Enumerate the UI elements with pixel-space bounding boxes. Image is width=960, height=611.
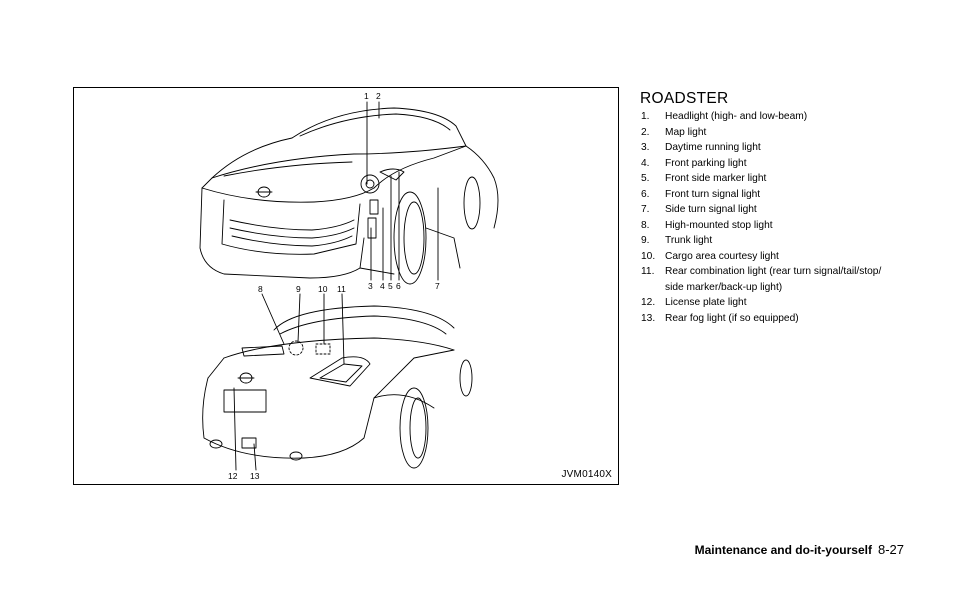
callout-5: 5 <box>388 281 393 291</box>
callout-leaders <box>233 101 439 471</box>
callout-10: 10 <box>318 284 328 294</box>
callout-4: 4 <box>380 281 385 291</box>
rear-car-drawing <box>202 305 473 469</box>
page-number: 8-27 <box>877 542 904 557</box>
callout-7: 7 <box>435 281 440 291</box>
callout-2: 2 <box>376 91 381 101</box>
callout-13: 13 <box>250 471 260 481</box>
callout-8: 8 <box>258 284 263 294</box>
callout-3: 3 <box>368 281 373 291</box>
callout-1: 1 <box>364 91 369 101</box>
roadster-illustration: 1 2 3 4 5 6 7 8 9 10 11 12 13 <box>199 91 499 481</box>
callout-11: 11 <box>337 284 346 294</box>
front-car-drawing <box>199 107 499 285</box>
page-footer: Maintenance and do-it-yourself 8-27 <box>695 542 904 557</box>
callout-numbers: 1 2 3 4 5 6 7 8 9 10 11 12 13 <box>228 91 440 481</box>
footer-section-title: Maintenance and do-it-yourself <box>694 543 872 557</box>
callout-12: 12 <box>228 471 238 481</box>
vehicle-lights-figure: 1 2 3 4 5 6 7 8 9 10 11 12 13 JVM0140X <box>73 87 619 485</box>
section-title: ROADSTER <box>640 90 729 107</box>
figure-code: JVM0140X <box>561 469 612 480</box>
callout-6: 6 <box>396 281 401 291</box>
callout-9: 9 <box>296 284 301 294</box>
